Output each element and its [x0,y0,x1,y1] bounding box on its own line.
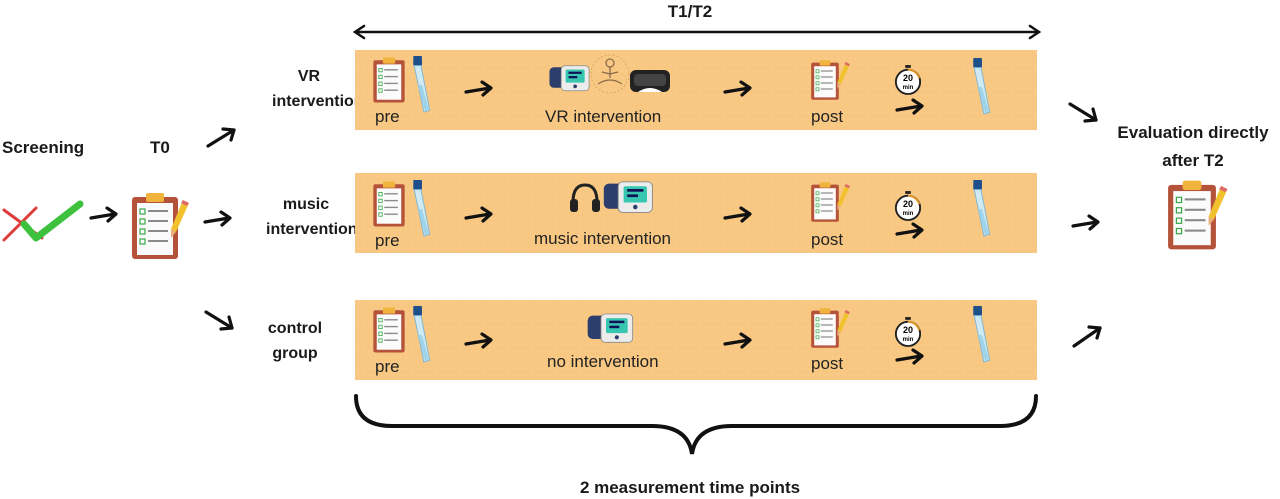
pencil-icon [836,62,850,90]
intervention-label: VR intervention [545,107,662,126]
band-music [355,173,1037,253]
timer-icon: 20 min [894,64,922,96]
intervention-label: music intervention [534,229,672,248]
arrow-icon [1072,325,1102,348]
test-tube-icon [968,306,994,364]
test-tube-icon [408,56,434,114]
timespan-double-arrow [352,24,1042,40]
band-control [355,300,1037,380]
arrow-icon [1068,102,1098,123]
pencil-icon [168,200,190,240]
blood-pressure-monitor-icon [548,64,592,94]
post-label: post [811,354,844,373]
clipboard-icon [372,306,406,354]
pre-label: pre [375,107,400,126]
arrow-icon [88,206,120,226]
intervention-label: no intervention [547,352,659,371]
arrow-icon [894,98,926,118]
arrow-icon [722,332,754,352]
pre-label: pre [375,357,400,376]
arrow-icon [894,348,926,368]
measurement-label: 2 measurement time points [579,478,801,497]
arrow-icon [1070,214,1102,234]
arrow-icon [463,206,495,226]
timer-icon: 20 min [894,190,922,222]
blood-pressure-monitor-icon [602,180,656,216]
vr-headset-icon [630,70,670,92]
timer-icon: 20 min [894,316,922,348]
svg-text:20: 20 [903,199,913,209]
clipboard-icon [372,56,406,104]
svg-text:20: 20 [903,73,913,83]
check-mark-icon [2,200,84,242]
arrow-icon [722,80,754,100]
svg-text:min: min [903,211,914,217]
headphones-icon [570,183,600,212]
arrow-icon [204,310,234,331]
arrow-icon [894,222,926,242]
svg-text:min: min [903,85,914,91]
test-tube-icon [408,306,434,364]
svg-text:20: 20 [903,325,913,335]
arrow-icon [722,206,754,226]
clipboard-icon [372,180,406,228]
test-tube-icon [408,180,434,238]
test-tube-icon [968,58,994,116]
test-tube-icon [968,180,994,238]
t0-label: T0 [150,138,170,157]
screening-label: Screening [2,138,85,157]
arrow-icon [463,332,495,352]
meditation-icon [590,54,630,94]
pencil-icon [1206,186,1228,228]
arrow-icon [463,80,495,100]
post-label: post [811,230,844,249]
arrow-icon [206,127,236,148]
svg-text:min: min [903,337,914,343]
arrow-icon [202,210,234,230]
measurement-brace [354,394,1038,455]
pre-label: pre [375,231,400,250]
post-label: post [811,107,844,126]
blood-pressure-monitor-icon [586,312,636,346]
pencil-icon [836,184,850,212]
pencil-icon [836,310,850,338]
band-vr [355,50,1037,130]
timespan-label: T1/T2 [667,2,713,21]
